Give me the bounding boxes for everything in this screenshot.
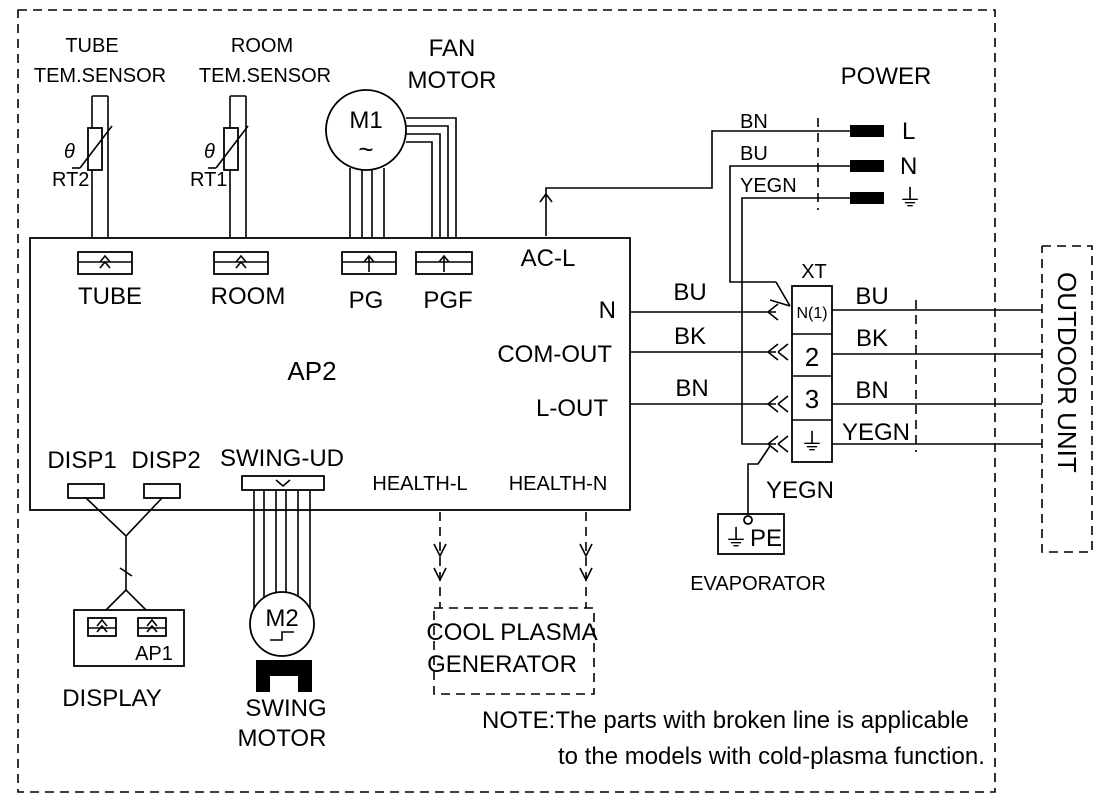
room-sensor-title-1: ROOM xyxy=(231,35,293,57)
out-bn-label: BN xyxy=(855,377,888,404)
power-plug-l xyxy=(850,125,884,137)
wire-bu-label: BU xyxy=(740,143,768,165)
swing-motor-label: M2 xyxy=(265,605,298,632)
ac-l-label: AC-L xyxy=(521,245,576,272)
wire-com-label: BK xyxy=(674,323,706,350)
disp2-connector xyxy=(143,483,181,499)
terminal-title: XT xyxy=(801,261,827,283)
power-plug-e xyxy=(850,192,884,204)
room-connector xyxy=(213,251,269,275)
room-theta: θ xyxy=(204,141,215,163)
pgf-connector xyxy=(415,251,473,275)
note-line-2: to the models with cold-plasma function. xyxy=(558,743,985,770)
evap-wire xyxy=(747,445,771,520)
disp1-connector xyxy=(67,483,105,499)
fan-title-2: MOTOR xyxy=(408,67,497,94)
swing-motor-mount xyxy=(256,660,312,692)
power-n-label: N xyxy=(900,153,917,180)
plasma-line-1: COOL PLASMA xyxy=(426,619,597,646)
terminal-earth: ⏚ xyxy=(800,429,824,456)
swing-ud-connector xyxy=(241,475,325,491)
rt2-label: RT2 xyxy=(52,169,89,191)
fan-pg-wires xyxy=(349,168,385,252)
fan-motor-symbol: ~ xyxy=(358,134,373,164)
board-com-out-label: COM-OUT xyxy=(497,341,612,368)
out-bk-label: BK xyxy=(856,325,888,352)
swing-motor-step-symbol xyxy=(270,631,294,641)
tube-connector-label: TUBE xyxy=(78,283,142,310)
fan-motor-label: M1 xyxy=(349,107,382,134)
note-line-1: NOTE:The parts with broken line is appli… xyxy=(482,707,969,734)
swing-wires xyxy=(253,490,311,612)
evap-yegn-label: YEGN xyxy=(766,477,834,504)
tube-sensor-title-2: TEM.SENSOR xyxy=(34,65,166,87)
wire-yegn-label: YEGN xyxy=(740,175,797,197)
ac-l-arrow xyxy=(539,192,553,236)
wire-bn-l xyxy=(545,130,850,206)
plasma-generator-box xyxy=(433,607,595,695)
board-ap2 xyxy=(29,237,631,511)
terminal-3: 3 xyxy=(805,384,819,414)
fan-pgf-wires xyxy=(406,117,457,252)
health-n-label: HEALTH-N xyxy=(509,473,608,495)
power-title: POWER xyxy=(841,63,932,90)
swing-ud-label: SWING-UD xyxy=(220,445,344,472)
terminal-2: 2 xyxy=(805,342,819,372)
room-sensor-title-2: TEM.SENSOR xyxy=(199,65,331,87)
out-bu-label: BU xyxy=(855,283,888,310)
pgf-connector-label: PGF xyxy=(423,287,472,314)
disp2-label: DISP2 xyxy=(131,447,200,474)
disp1-label: DISP1 xyxy=(47,447,116,474)
swing-motor-title-2: MOTOR xyxy=(238,725,327,752)
fan-motor-m1 xyxy=(325,89,407,171)
power-l-label: L xyxy=(902,118,915,145)
evaporator-label: EVAPORATOR xyxy=(690,573,826,595)
terminal-input-arrows xyxy=(767,281,791,453)
tube-sensor xyxy=(72,95,113,238)
ap1-label: AP1 xyxy=(135,643,173,665)
wire-n-label: BU xyxy=(673,279,706,306)
power-plug-n xyxy=(850,160,884,172)
wire-bn-label: BN xyxy=(740,111,768,133)
plasma-line-2: GENERATOR xyxy=(427,651,577,678)
outdoor-unit-label: OUTDOOR UNIT xyxy=(1052,272,1082,473)
tube-theta: θ xyxy=(64,141,75,163)
display-connector-2 xyxy=(137,617,167,637)
room-sensor xyxy=(208,95,249,238)
pg-connector xyxy=(341,251,397,275)
wire-lout-label: BN xyxy=(675,375,708,402)
display-label: DISPLAY xyxy=(62,685,162,712)
outer-frame xyxy=(17,9,996,793)
health-l-label: HEALTH-L xyxy=(372,473,467,495)
board-l-out-label: L-OUT xyxy=(536,395,608,422)
board-name: AP2 xyxy=(287,356,336,386)
rt1-label: RT1 xyxy=(190,169,227,191)
out-yegn-label: YEGN xyxy=(842,419,910,446)
power-earth-symbol: ⏚ xyxy=(898,185,922,212)
evap-pe-label: PE xyxy=(750,525,782,552)
pg-connector-label: PG xyxy=(349,287,384,314)
board-n-label: N xyxy=(599,297,616,324)
tube-sensor-title-1: TUBE xyxy=(65,35,118,57)
room-connector-label: ROOM xyxy=(211,283,286,310)
plasma-arrows xyxy=(433,543,593,582)
wire-bu-n xyxy=(729,165,850,283)
terminal-1: N(1) xyxy=(796,305,827,322)
wire-yegn-e xyxy=(741,197,850,445)
swing-motor-m2 xyxy=(249,591,315,657)
swing-motor-title-1: SWING xyxy=(245,695,326,722)
fan-title-1: FAN xyxy=(429,35,476,62)
terminal-block xyxy=(791,285,833,463)
outdoor-unit-box xyxy=(1041,245,1093,553)
display-wires xyxy=(85,497,163,617)
tube-connector xyxy=(77,251,133,275)
display-connector-1 xyxy=(87,617,117,637)
evaporator-box xyxy=(717,513,785,555)
evap-earth-symbol: ⏚ xyxy=(724,525,748,552)
